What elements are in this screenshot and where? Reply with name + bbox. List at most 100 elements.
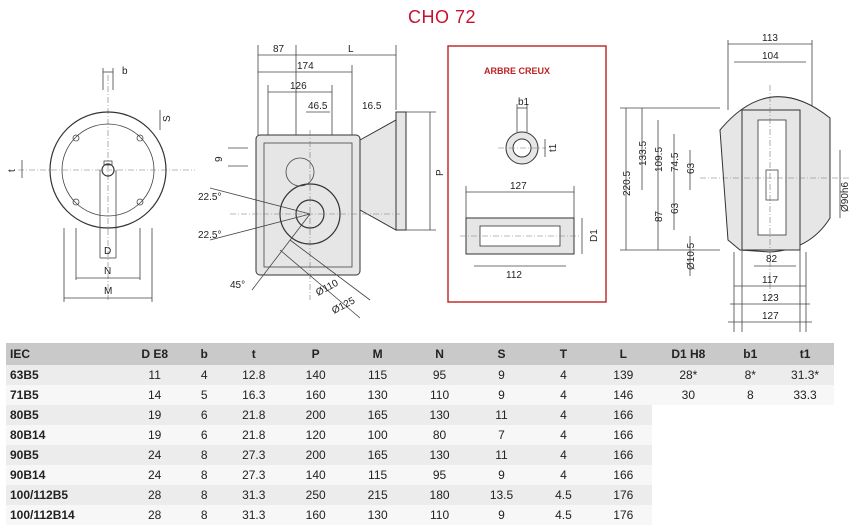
table-cell: [776, 425, 834, 445]
cell-iec: 80B14: [6, 425, 124, 445]
dim-phi125: Ø125: [330, 295, 357, 316]
dim-9: 9: [214, 156, 225, 162]
table-cell: 166: [594, 405, 653, 425]
table-cell: 130: [346, 385, 409, 405]
table-cell: 7: [470, 425, 533, 445]
table-cell: 8*: [724, 365, 777, 385]
cell-iec: 100/112B14: [6, 505, 124, 525]
table-cell: 200: [284, 405, 347, 425]
table-cell: [776, 405, 834, 425]
table-cell: 13.5: [470, 485, 533, 505]
dim-123: 123: [762, 293, 779, 304]
dim-n: N: [104, 266, 111, 277]
table-cell: 165: [346, 445, 409, 465]
table-cell: 24: [123, 445, 186, 465]
table-cell: 200: [284, 445, 347, 465]
end-view: 113 104 220.5 133.5 109.5 74.5 63 87 63 …: [620, 33, 851, 332]
table-cell: 110: [408, 385, 471, 405]
angle-22-5-bottom: 22.5°: [198, 230, 221, 241]
technical-drawing: b S t D N M 87 L 174 126 46.5: [7, 33, 851, 332]
dim-133-5: 133.5: [638, 141, 649, 166]
table-cell: [776, 485, 834, 505]
dim-127-shaft: 127: [510, 181, 527, 192]
dim-113: 113: [762, 33, 778, 44]
table-cell: 95: [408, 465, 471, 485]
table-cell: 4: [532, 425, 595, 445]
table-cell: 9: [470, 505, 533, 525]
dim-126: 126: [290, 81, 307, 92]
col-iec: IEC: [6, 343, 124, 365]
dim-m: M: [104, 286, 112, 297]
hollow-shaft-title: ARBRE CREUX: [484, 66, 550, 76]
page-title: CHO 72: [408, 7, 477, 27]
table-cell: [652, 465, 725, 485]
table-cell: 4: [532, 385, 595, 405]
col-p: P: [284, 343, 347, 365]
dim-phi90: Ø90h6: [840, 182, 851, 212]
front-view: b S t D N M: [7, 66, 195, 302]
table-cell: 8: [185, 485, 223, 505]
cell-iec: 80B5: [6, 405, 124, 425]
dimension-table: IEC D E8 b t P M N S T L D1 H8 b1 t1 63B…: [6, 343, 834, 525]
table-cell: 27.3: [222, 445, 285, 465]
table-cell: 8: [185, 465, 223, 485]
table-cell: [724, 465, 777, 485]
table-cell: 4: [532, 405, 595, 425]
table-cell: 140: [284, 465, 347, 485]
angle-45: 45°: [230, 280, 245, 291]
dim-87: 87: [273, 44, 285, 55]
table-cell: 27.3: [222, 465, 285, 485]
table-header-row: IEC D E8 b t P M N S T L D1 H8 b1 t1: [6, 343, 834, 365]
table-cell: 160: [284, 505, 347, 525]
table-cell: 130: [408, 445, 471, 465]
table-cell: 31.3*: [776, 365, 834, 385]
angle-22-5-top: 22.5°: [198, 192, 221, 203]
table-cell: 4.5: [532, 505, 595, 525]
dim-b1: b1: [518, 97, 530, 108]
table-cell: 115: [346, 465, 409, 485]
dim-phi110: Ø110: [314, 278, 340, 299]
table-cell: [776, 505, 834, 525]
col-s: S: [470, 343, 533, 365]
table-cell: 21.8: [222, 425, 285, 445]
table-cell: 4: [532, 365, 595, 385]
table-cell: 130: [408, 405, 471, 425]
table-cell: 11: [123, 365, 186, 385]
dim-16-5: 16.5: [362, 101, 382, 112]
table-cell: [652, 485, 725, 505]
dim-127-end: 127: [762, 311, 779, 322]
table-cell: 12.8: [222, 365, 285, 385]
dim-phi10-5: Ø10.5: [686, 242, 697, 270]
dim-d: D: [104, 246, 111, 257]
table-cell: [652, 405, 725, 425]
table-cell: [724, 505, 777, 525]
table-cell: 115: [346, 365, 409, 385]
table-cell: [724, 405, 777, 425]
cell-iec: 90B14: [6, 465, 124, 485]
dim-d1: D1: [589, 229, 600, 242]
table-cell: 9: [470, 385, 533, 405]
dim-220-5: 220.5: [622, 171, 633, 196]
table-cell: 21.8: [222, 405, 285, 425]
table-cell: 120: [284, 425, 347, 445]
table-cell: [652, 425, 725, 445]
col-m: M: [346, 343, 409, 365]
cell-iec: 100/112B5: [6, 485, 124, 505]
table-cell: 110: [408, 505, 471, 525]
table-cell: 4: [185, 365, 223, 385]
table-cell: 166: [594, 445, 653, 465]
table-cell: [776, 465, 834, 485]
col-n: N: [408, 343, 471, 365]
col-b: b: [185, 343, 223, 365]
dim-87-end: 87: [654, 210, 665, 222]
table-cell: 28: [123, 505, 186, 525]
table-cell: 165: [346, 405, 409, 425]
dim-46-5: 46.5: [308, 101, 328, 112]
dim-t1: t1: [548, 143, 559, 152]
table-cell: 6: [185, 405, 223, 425]
